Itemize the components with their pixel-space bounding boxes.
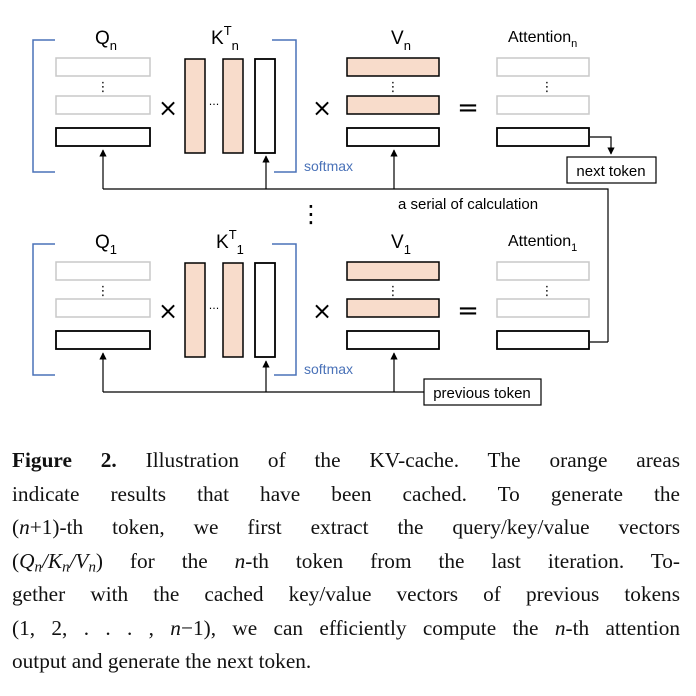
previous-token-label: previous token [433,385,531,402]
v-n-vdots: ⋮ [387,80,400,95]
v-1-row-cached-2 [346,298,440,318]
caption-line-2: indicate results that have been cached. … [12,481,680,506]
previous-token-loop: previous token [99,352,542,406]
attention-1-label: Attention1 [508,233,577,254]
q-n-label: Qn [95,28,117,53]
k-1-col-current [254,262,276,358]
v-n-row-cached-2 [346,95,440,115]
k-n-col-current [254,58,276,154]
k-1-hdots: ··· [209,302,220,315]
q-1-row-current [55,330,151,350]
caption-line-7: output and generate the next token. [12,649,312,673]
att-n-vdots: ⋮ [541,80,554,95]
q-n-row-current [55,127,151,147]
k-1-col-cached-1 [184,262,206,358]
q-n-row-cached-1 [55,57,151,77]
att-1-row-1 [496,261,590,281]
v-n-row-cached-1 [346,57,440,77]
caption-label: Figure 2. [12,448,117,472]
att-n-row-1 [496,57,590,77]
softmax-n-label: softmax [304,158,353,174]
q-1-label: Q1 [95,232,117,257]
times-sign-3: × [158,297,178,325]
softmax-1-label: softmax [304,361,353,377]
att-1-row-2 [496,298,590,318]
times-sign-1: × [158,94,178,122]
v-n-label: Vn [391,28,411,53]
v-1-vdots: ⋮ [387,284,400,299]
caption-line-3: (n+1)-th token, we first extract the que… [12,515,680,539]
bracket-1 [32,243,297,376]
k-n-col-cached-2 [222,58,244,154]
att-1-vdots: ⋮ [541,284,554,299]
times-sign-4: × [312,297,332,325]
equals-sign-2: = [457,296,479,326]
figure-caption: Figure 2. Illustration of the KV-cache. … [12,444,680,679]
caption-line-1: Figure 2. Illustration of the KV-cache. … [12,448,680,472]
serial-calculation-label: a serial of calculation [398,196,538,213]
k-1-col-cached-2 [222,262,244,358]
block-1: Q1 KT1 V1 Attention1 softmax ⋮ × ··· × ⋮… [32,227,608,377]
bracket-n [32,39,297,173]
v-1-label: V1 [391,232,411,257]
q-n-vdots: ⋮ [97,80,110,95]
arrow-to-next-token [590,136,615,155]
kv-cache-diagram: Qn KTn Vn Attentionn softmax ⋮ × ··· × ⋮… [32,23,657,406]
caption-line-5: gether with the cached key/value vectors… [12,582,680,606]
v-n-row-current [346,127,440,147]
feedback-loop-top [99,149,609,342]
q-1-row-cached-1 [55,261,151,281]
v-1-row-current [346,330,440,350]
k-1-label: KT1 [216,227,244,257]
times-sign-2: × [312,94,332,122]
caption-line-4: (Qn/Kn/Vn) for the n-th token from the l… [12,548,680,576]
caption-line-6: (1, 2, . . . , n−1), we can efficiently … [12,615,681,640]
v-1-row-cached-1 [346,261,440,281]
previous-token-box [423,378,542,406]
block-separator-vdots: ⋮ [299,200,323,228]
k-n-col-cached-1 [184,58,206,154]
block-n: Qn KTn Vn Attentionn softmax ⋮ × ··· × ⋮… [32,23,657,184]
next-token-label: next token [576,163,645,180]
equals-sign-1: = [457,93,479,123]
att-n-row-current [496,127,590,147]
q-1-row-cached-2 [55,298,151,318]
attention-n-label: Attentionn [508,29,577,50]
k-n-hdots: ··· [209,98,220,111]
att-n-row-2 [496,95,590,115]
att-1-row-current [496,330,590,350]
q-n-row-cached-2 [55,95,151,115]
q-1-vdots: ⋮ [97,284,110,299]
k-n-label: KTn [211,23,239,53]
next-token-box [566,156,657,184]
